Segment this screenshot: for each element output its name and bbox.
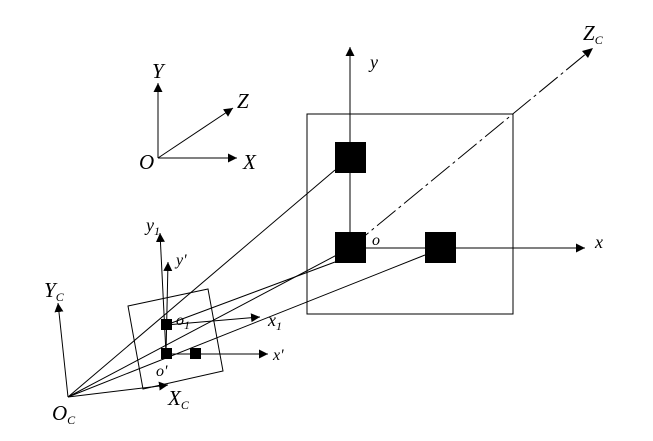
camera-origin-label: OC [52, 401, 76, 427]
image-x1-axis [165, 313, 261, 326]
world-origin-label: O [139, 150, 154, 174]
target-origin-label: o [372, 232, 380, 249]
image-plane-frame [127, 288, 224, 390]
image-yprime-label: y' [174, 252, 187, 269]
optical-axis-arrowhead [582, 48, 593, 58]
world-z-label: Z [237, 89, 249, 113]
image-y1-label: y1 [144, 215, 160, 238]
world-z-axis [157, 107, 234, 159]
projection-rays [67, 169, 426, 398]
world-y-label: Y [152, 59, 166, 83]
image-oprime-label: o' [156, 363, 168, 380]
target-x-label: x [594, 232, 603, 252]
camera-y-label: YC [44, 278, 65, 304]
target-plane: y x o [306, 47, 603, 315]
image-o1-label: o1 [176, 312, 190, 332]
optical-axis-solid [67, 247, 351, 398]
image-xprime-label: x' [272, 347, 284, 364]
image-y1-axis [155, 232, 167, 355]
image-x1-label: x1 [267, 310, 282, 333]
target-marker-top [335, 142, 366, 173]
image-yprime-axis [163, 261, 173, 355]
target-plane-frame [306, 113, 514, 315]
target-marker-right [425, 232, 456, 263]
ray-to-top-marker [67, 169, 336, 398]
camera-y-axis [54, 302, 69, 398]
target-y-label: y [368, 52, 378, 72]
camera-axes: YC XC OC [44, 278, 190, 427]
image-plane: y1 y' x1 x' o1 o' [127, 215, 284, 390]
world-axes: O Y X Z [139, 59, 257, 174]
ray-to-right-marker [67, 254, 426, 398]
image-marker-top [161, 319, 172, 330]
image-marker-origin [161, 348, 172, 359]
optical-axis-dashdot [349, 47, 594, 249]
world-x-label: X [242, 150, 257, 174]
camera-x-label: XC [167, 386, 190, 412]
ray-to-origin-marker [165, 261, 336, 326]
optical-axis: ZC [67, 21, 604, 398]
camera-x-axis [67, 381, 169, 398]
camera-z-label: ZC [583, 21, 604, 47]
image-marker-right [190, 348, 201, 359]
